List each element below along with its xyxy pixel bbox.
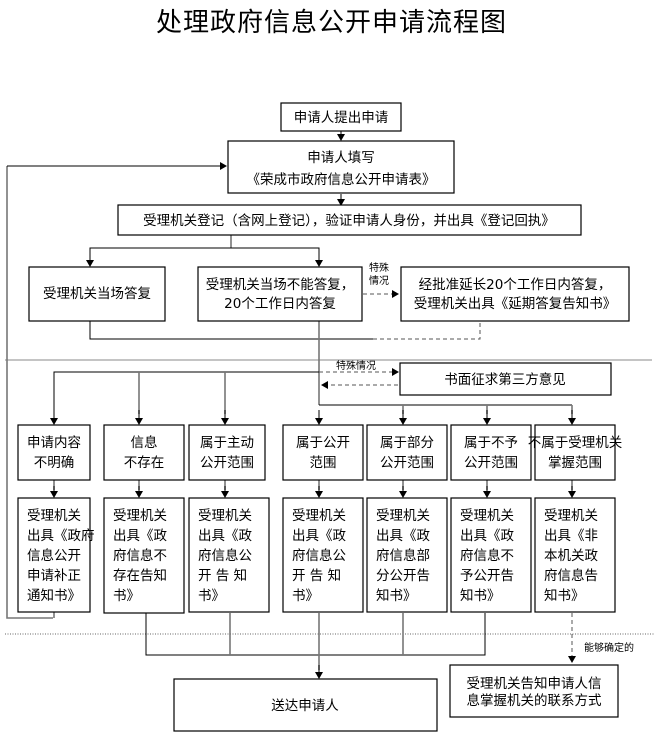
notice-node-text: 府信息不: [460, 547, 514, 564]
category-node-text: 公开范围: [200, 455, 254, 471]
node-fill-form: 申请人填写 《荣成市政府信息公开申请表》: [227, 140, 455, 194]
node-register-text: 受理机关登记（含网上登记），验证申请人身份，并出具《登记回执》: [143, 213, 555, 229]
node-reply-20-days: 受理机关当场不能答复， 20个工作日内答复: [197, 266, 363, 322]
notice-node-text: 受理机关: [113, 508, 167, 524]
notice-node-text: 受理机关: [292, 508, 346, 524]
node-deliver-text: 送达申请人: [271, 698, 339, 714]
notice-node-text: 出具《非: [544, 528, 598, 544]
node-third-party-text: 书面征求第三方意见: [444, 371, 566, 388]
notice-node-text: 府信息不: [113, 547, 167, 564]
node-reply-on-spot-text: 受理机关当场答复: [43, 285, 151, 302]
label-special-case-2: 情况: [369, 274, 389, 287]
node-inform-contact-line-1: 受理机关告知申请人信: [467, 675, 602, 692]
notice-node-text: 知书》: [460, 587, 501, 604]
edge-spot-merge: [89, 321, 373, 340]
category-node-text: 不明确: [34, 455, 75, 471]
node-extend: 经批准延长20个工作日内答复， 受理机关出具《延期答复告知书》: [400, 266, 630, 322]
node-deliver: 送达申请人: [173, 678, 438, 732]
category-node-text: 范围: [310, 455, 337, 471]
node-fill-form-line-2: 《荣成市政府信息公开申请表》: [247, 171, 436, 188]
notice-node-text: 分公开告: [376, 568, 430, 584]
category-node-text: 信息: [131, 434, 158, 451]
notice-node-text: 信息公开: [27, 547, 81, 564]
notice-node-text: 府信息告: [544, 567, 598, 584]
node-inform-contact: 受理机关告知申请人信 息掌握机关的联系方式: [449, 664, 619, 718]
notice-row: 受理机关出具《政府信息公开申请补正通知书》受理机关出具《政府信息不存在告知书》受…: [17, 497, 616, 614]
notice-node-text: 受理机关: [544, 508, 598, 524]
category-node-text: 属于不予: [464, 435, 518, 451]
notice-node-text: 知书》: [544, 587, 585, 604]
node-submit-text: 申请人提出申请: [294, 110, 389, 126]
edge-left-bus: [53, 371, 319, 423]
node-submit: 申请人提出申请: [280, 102, 402, 132]
label-special-case-1: 特殊: [369, 261, 389, 274]
notice-node-text: 出具《政: [198, 528, 252, 544]
edge-extend-merge: [373, 321, 481, 340]
notice-node-text: 出具《政: [113, 528, 167, 544]
node-extend-line-2: 受理机关出具《延期答复告知书》: [414, 295, 617, 312]
notice-node-text: 知书》: [376, 587, 417, 604]
notice-node-text: 出具《政: [292, 528, 346, 544]
category-node-text: 掌握范围: [548, 455, 602, 471]
notice-node-text: 受理机关: [376, 508, 430, 524]
category-node-text: 不属于受理机关: [528, 435, 623, 451]
node-fill-form-line-1: 申请人填写: [307, 150, 375, 166]
category-node-text: 申请内容: [27, 434, 81, 451]
edge-notices-merge: [145, 613, 486, 656]
notice-node: 受理机关出具《政府信息公开 告 知书》: [282, 497, 364, 613]
category-node-text: 属于主动: [200, 435, 254, 451]
notice-node-text: 本机关政: [544, 548, 598, 564]
category-node-text: 公开范围: [380, 455, 434, 471]
notice-node-text: 受理机关: [198, 508, 252, 524]
notice-node-text: 申请补正: [27, 568, 81, 584]
notice-node-text: 予公开告: [460, 568, 514, 584]
node-third-party: 书面征求第三方意见: [399, 362, 612, 396]
category-to-notice-edges: [50, 480, 576, 498]
diagram-title: 处理政府信息公开申请流程图: [155, 8, 507, 38]
notice-node-text: 府信息部: [376, 547, 430, 564]
notice-node-text: 出具《政: [460, 528, 514, 544]
category-node-text: 不存在: [124, 455, 165, 471]
edge-split: [89, 247, 320, 265]
node-reply-20-days-line-1: 受理机关当场不能答复，: [206, 276, 355, 293]
notice-node-text: 府信息公: [292, 547, 346, 564]
label-special-case-third-party: 特殊情况: [336, 359, 376, 372]
node-reply-on-spot: 受理机关当场答复: [28, 266, 166, 322]
notice-node-text: 受理机关: [27, 508, 81, 524]
category-row: 申请内容不明确信息不存在属于主动公开范围属于公开范围属于部分公开范围属于不予公开…: [17, 424, 623, 481]
notice-node-text: 通知书》: [27, 587, 81, 604]
notice-node-text: 存在告知: [113, 567, 167, 584]
node-reply-20-days-line-2: 20个工作日内答复: [224, 295, 336, 312]
notice-node-text: 开 告 知: [198, 567, 247, 584]
node-register: 受理机关登记（含网上登记），验证申请人身份，并出具《登记回执》: [117, 204, 582, 236]
category-node-text: 属于公开: [296, 435, 350, 451]
notice-node-text: 书》: [198, 588, 225, 604]
node-extend-line-1: 经批准延长20个工作日内答复，: [419, 276, 612, 293]
notice-node-text: 出具《政: [376, 528, 430, 544]
notice-node-text: 出具《政府: [27, 528, 95, 544]
edge-loopback-vertical: [6, 166, 53, 619]
node-inform-contact-line-2: 息掌握机关的联系方式: [467, 692, 602, 709]
notice-node: 受理机关出具《政府信息公开 告 知书》: [188, 497, 270, 613]
notice-node-text: 受理机关: [460, 508, 514, 524]
category-node-text: 公开范围: [464, 455, 518, 471]
notice-node-text: 府信息公: [198, 547, 252, 564]
notice-node-text: 书》: [292, 588, 319, 604]
notice-node-text: 开 告 知: [292, 567, 341, 584]
notice-node-text: 书》: [113, 588, 140, 604]
category-node-text: 属于部分: [380, 435, 434, 451]
label-can-determine: 能够确定的: [584, 641, 634, 654]
